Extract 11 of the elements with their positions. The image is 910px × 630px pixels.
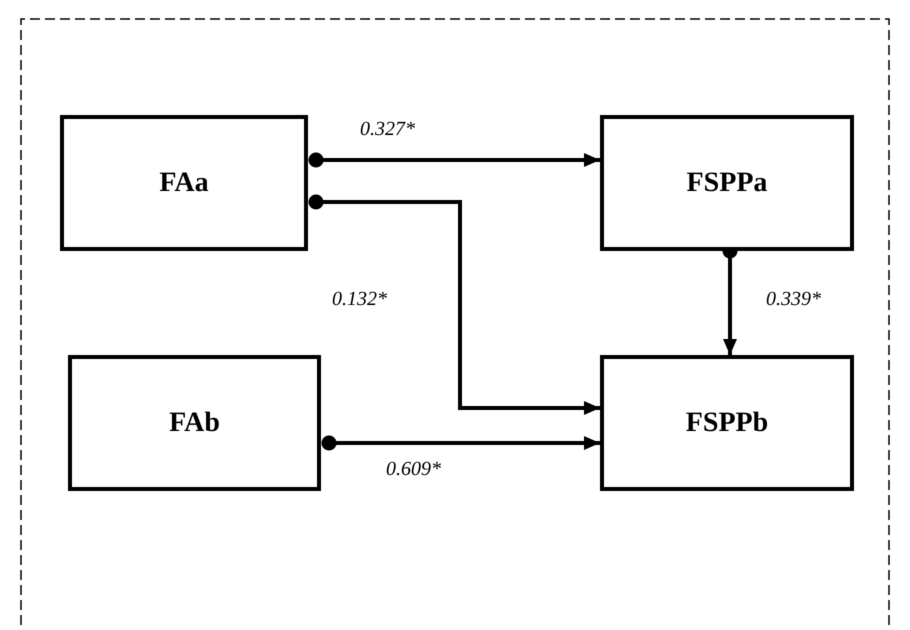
arrow [308,194,600,415]
variable-name: FSPPa [686,167,768,199]
variable-name: FAa [159,167,209,199]
variable-box [68,355,321,491]
variable-box [60,115,308,251]
arrow [322,436,600,450]
variable-name: FSPPb [686,407,768,439]
variable-name: FAb [169,407,220,439]
arrow [308,152,600,168]
variable-box [600,355,854,491]
variable-box [600,115,854,251]
